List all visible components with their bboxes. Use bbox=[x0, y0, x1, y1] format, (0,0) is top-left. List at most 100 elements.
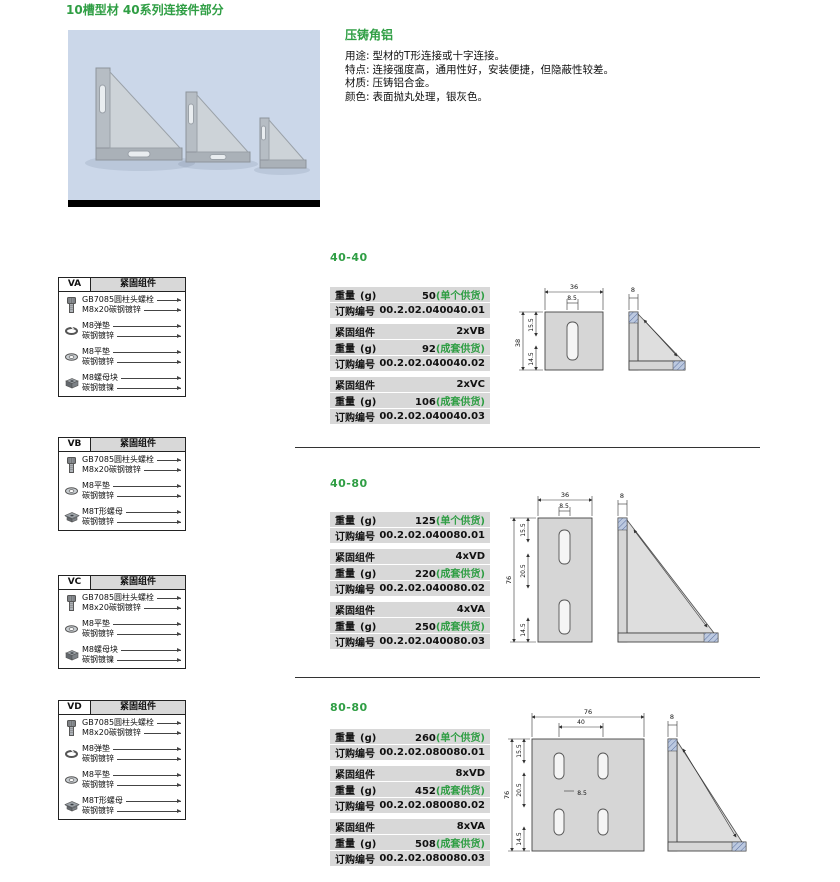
spec-label: 订购编号 bbox=[335, 855, 375, 866]
spec-value: 220 bbox=[414, 569, 436, 580]
supply-note: (单个供货) bbox=[435, 291, 485, 302]
spec-label: 紧固组件 bbox=[335, 606, 375, 617]
bracket-medium bbox=[185, 91, 251, 163]
leader-arrow bbox=[143, 605, 182, 610]
side-view bbox=[617, 517, 719, 643]
dim-label: 15.5 bbox=[520, 523, 527, 537]
spec-value: 00.2.02.080080.01 bbox=[379, 747, 485, 758]
leader-arrow bbox=[113, 483, 181, 488]
leader-arrow bbox=[157, 720, 181, 725]
technical-drawing-40-80: 36 8.5 76 15.5 20.5 14.5 8 bbox=[505, 491, 719, 643]
spec-label: 重量 bbox=[335, 397, 355, 408]
spec-value: 8xVA bbox=[456, 821, 485, 832]
spec-text: 压铸铝合金。 bbox=[372, 77, 436, 89]
dim-label: 40 bbox=[577, 719, 585, 726]
supply-note: (成套供货) bbox=[435, 622, 485, 633]
spec-row: 重量(g)508(成套供货) bbox=[330, 835, 490, 850]
leader-arrow bbox=[157, 457, 181, 462]
spec-label: 订购编号 bbox=[335, 532, 375, 543]
fastener-line1: M8螺母块 bbox=[82, 373, 118, 382]
spec-label: 重量 bbox=[335, 569, 355, 580]
front-view bbox=[544, 311, 604, 371]
spec-key: 材质: bbox=[345, 77, 370, 89]
dim-label: 14.5 bbox=[516, 832, 523, 846]
fastener-line1: M8弹垫 bbox=[82, 321, 110, 330]
page-title: 10槽型材 40系列连接件部分 bbox=[66, 3, 224, 17]
fastener-box-header: VC 紧固组件 bbox=[59, 576, 185, 590]
spec-value: 00.2.02.040040.03 bbox=[379, 411, 485, 422]
spring-washer-icon bbox=[64, 326, 82, 336]
photo-divider-bar bbox=[68, 200, 320, 207]
spec-row: 订购编号 00.2.02.080080.03 bbox=[330, 851, 490, 866]
fastener-line1: GB7085圆柱头螺栓 bbox=[82, 718, 155, 727]
t-nut-icon bbox=[64, 800, 82, 812]
fastener-item: M8螺母块碳钢镀镍 bbox=[59, 642, 185, 668]
spec-value: 2xVB bbox=[456, 326, 485, 337]
spec-value: 00.2.02.080080.02 bbox=[379, 800, 485, 811]
fastener-code: VC bbox=[59, 576, 91, 589]
leader-arrow bbox=[113, 323, 181, 328]
spec-row: 重量(g)50(单个供货) bbox=[330, 287, 490, 302]
spec-unit: (g) bbox=[360, 291, 377, 302]
dim-label: 36 bbox=[561, 491, 569, 499]
spec-label: 重量 bbox=[335, 291, 355, 302]
flat-washer-icon bbox=[64, 624, 82, 634]
side-dimensions bbox=[628, 294, 678, 357]
fastener-item: M8T形螺母碳钢镀锌 bbox=[59, 504, 185, 530]
bracket-large bbox=[95, 67, 183, 161]
fastener-line2: 碳钢镀锌 bbox=[82, 357, 114, 366]
dim-label: 8 bbox=[631, 286, 635, 294]
fastener-item: M8平垫碳钢镀锌 bbox=[59, 616, 185, 642]
spec-unit: (g) bbox=[360, 733, 377, 744]
spec-unit: (g) bbox=[360, 786, 377, 797]
fastener-item: M8弹垫碳钢镀锌 bbox=[59, 741, 185, 767]
spec-label: 重量 bbox=[335, 839, 355, 850]
fastener-code: VB bbox=[59, 438, 91, 451]
flat-washer-icon bbox=[64, 775, 82, 785]
fastener-header-label: 紧固组件 bbox=[91, 701, 185, 714]
spec-value: 00.2.02.040080.01 bbox=[379, 530, 485, 541]
dim-label: 20.5 bbox=[520, 564, 527, 578]
product-spec-line: 特点:连接强度高，通用性好，安装便捷，但隐蔽性较差。 bbox=[345, 64, 614, 78]
spec-unit: (g) bbox=[360, 569, 377, 580]
fastener-line2: 碳钢镀锌 bbox=[82, 517, 114, 526]
technical-drawing-40-40: 36 8.5 38 15.5 14.5 8 bbox=[514, 283, 686, 371]
spec-label: 重量 bbox=[335, 344, 355, 355]
spec-value: 106 bbox=[414, 397, 436, 408]
fastener-line2: 碳钢镀镍 bbox=[82, 655, 114, 664]
leader-arrow bbox=[117, 756, 181, 761]
product-spec-line: 颜色:表面抛丸处理，银灰色。 bbox=[345, 91, 614, 105]
fastener-item: M8螺母块碳钢镀镍 bbox=[59, 370, 185, 396]
leader-arrow bbox=[125, 798, 182, 803]
spec-key: 用途: bbox=[345, 50, 370, 62]
supply-note: (单个供货) bbox=[435, 516, 485, 527]
spec-row: 重量(g)125(单个供货) bbox=[330, 512, 490, 527]
fastener-code: VA bbox=[59, 278, 91, 291]
fastener-line2: 碳钢镀锌 bbox=[82, 806, 114, 815]
spec-label: 重量 bbox=[335, 786, 355, 797]
spec-value: 00.2.02.080080.03 bbox=[379, 853, 485, 864]
supply-note: (单个供货) bbox=[435, 733, 485, 744]
spec-value: 00.2.02.040080.02 bbox=[379, 583, 485, 594]
dim-label: 76 bbox=[584, 708, 592, 716]
leader-arrow bbox=[117, 631, 181, 636]
leader-arrow bbox=[113, 772, 181, 777]
spec-key: 颜色: bbox=[345, 90, 370, 103]
dim-label: 8.5 bbox=[577, 790, 587, 797]
fastener-line1: GB7085圆柱头螺栓 bbox=[82, 455, 155, 464]
supply-note: (成套供货) bbox=[435, 569, 485, 580]
section-divider bbox=[295, 447, 760, 448]
angle-bracket-render bbox=[85, 67, 310, 175]
fastener-box-header: VB 紧固组件 bbox=[59, 438, 185, 452]
